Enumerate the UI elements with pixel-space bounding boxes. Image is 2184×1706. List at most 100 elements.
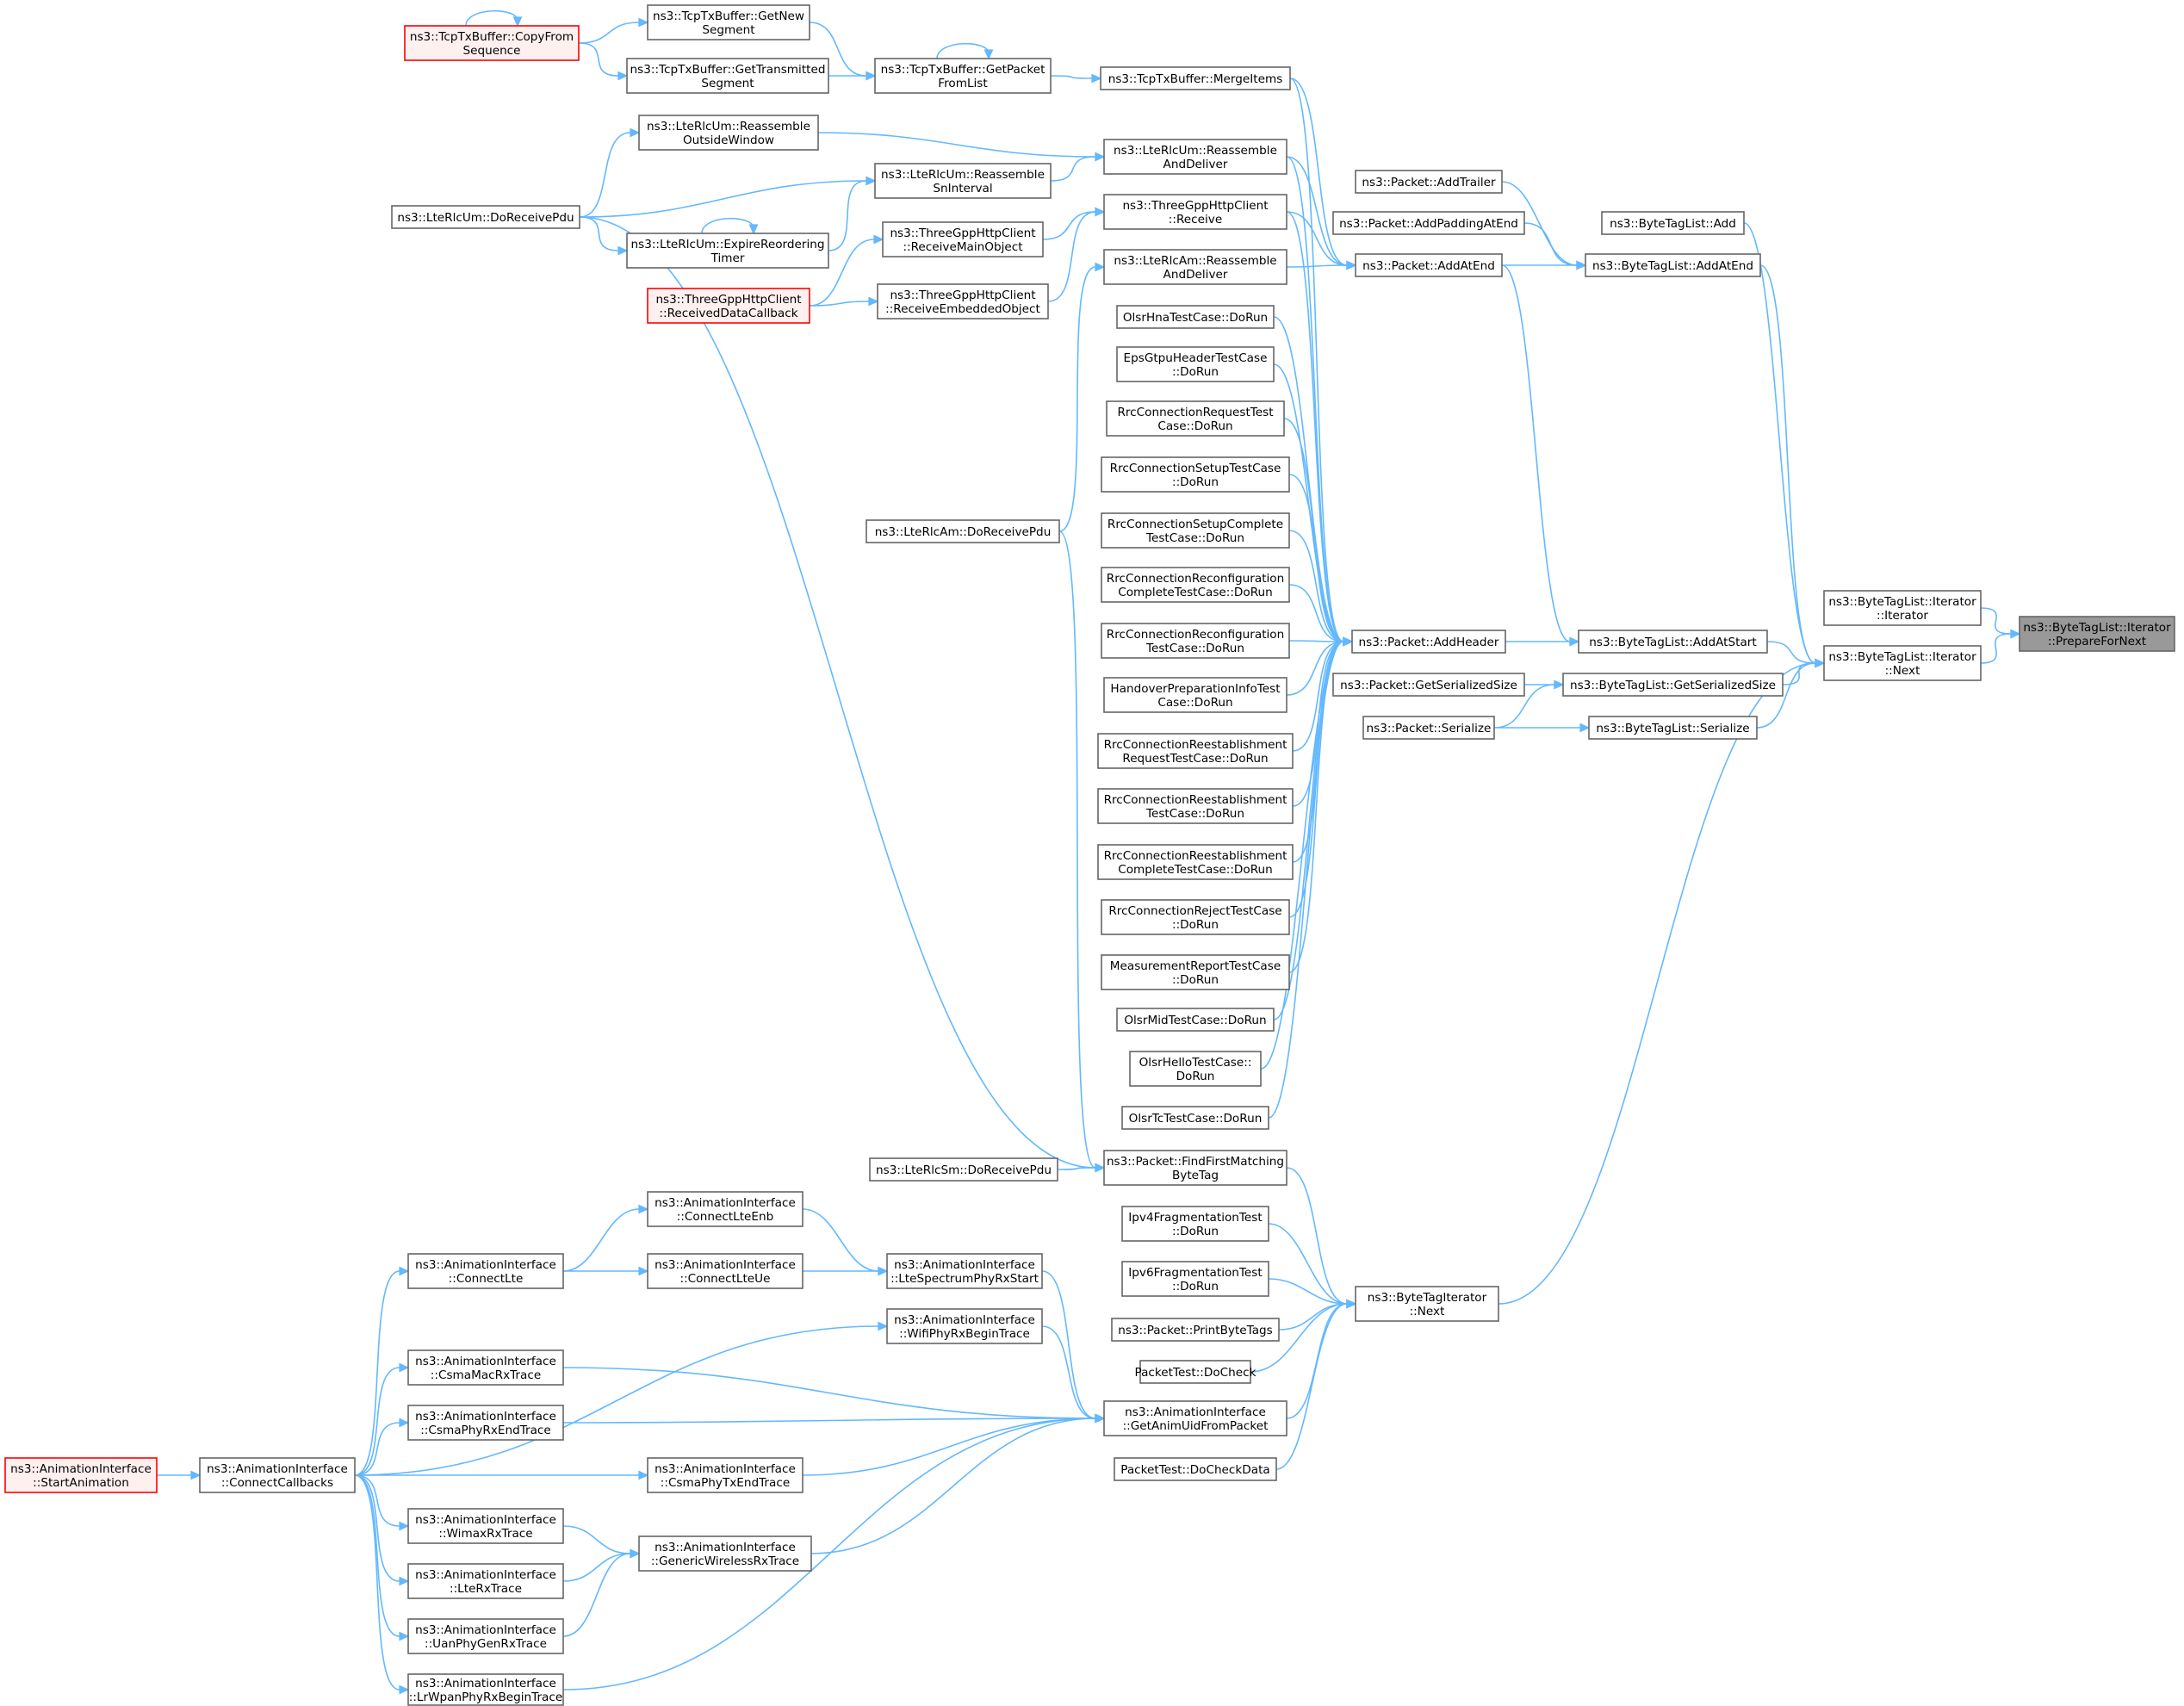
- function-node-t-rrcsetup[interactable]: RrcConnectionSetupTestCase::DoRun: [1101, 456, 1290, 493]
- node-label: ns3::Packet::AddAtEnd: [1362, 259, 1495, 273]
- function-node-bti-next[interactable]: ns3::ByteTagIterator::Next: [1355, 1286, 1499, 1322]
- function-node-t-epsgtpu[interactable]: EpsGtpuHeaderTestCase::DoRun: [1116, 346, 1275, 382]
- function-node-iter-next[interactable]: ns3::ByteTagList::Iterator::Next: [1823, 645, 1982, 681]
- node-box: [1111, 1318, 1280, 1342]
- function-node-t-olsrhello[interactable]: OlsrHelloTestCase::DoRun: [1129, 1051, 1262, 1087]
- function-node-ai-wimax[interactable]: ns3::AnimationInterface::WimaxRxTrace: [407, 1508, 564, 1544]
- function-node-pk-printbyte[interactable]: ns3::Packet::PrintByteTags: [1111, 1318, 1280, 1342]
- function-node-ai-getanimuid[interactable]: ns3::AnimationInterface::GetAnimUidFromP…: [1103, 1400, 1287, 1436]
- function-node-t-olsrhna[interactable]: OlsrHnaTestCase::DoRun: [1116, 305, 1275, 329]
- function-node-t-ipv6frag[interactable]: Ipv6FragmentationTest::DoRun: [1121, 1261, 1269, 1297]
- function-node-ai-connectlteue[interactable]: ns3::AnimationInterface::ConnectLteUe: [647, 1253, 803, 1289]
- function-node-ai-lrwpan[interactable]: ns3::AnimationInterface::LrWpanPhyRxBegi…: [407, 1673, 564, 1706]
- function-node-iter-ctor[interactable]: ns3::ByteTagList::Iterator::Iterator: [1823, 590, 1982, 626]
- function-node-um-doreceive[interactable]: ns3::LteRlcUm::DoReceivePdu: [391, 205, 580, 229]
- edge-arrowhead-icon: [630, 127, 641, 138]
- function-node-pk-ser[interactable]: ns3::Packet::Serialize: [1362, 716, 1495, 740]
- node-label: ::ConnectLteUe: [680, 1272, 771, 1286]
- edge-arrowhead-icon: [1346, 1299, 1357, 1309]
- node-box: [1601, 211, 1745, 235]
- function-node-t-rrcreestcomp[interactable]: RrcConnectionReestablishmentCompleteTest…: [1097, 844, 1294, 880]
- function-node-ai-connectlteenb[interactable]: ns3::AnimationInterface::ConnectLteEnb: [647, 1191, 803, 1227]
- function-node-sm-doreceive[interactable]: ns3::LteRlcSm::DoReceivePdu: [869, 1157, 1058, 1182]
- function-node-ai-csmaphytxend[interactable]: ns3::AnimationInterface::CsmaPhyTxEndTra…: [647, 1457, 803, 1493]
- function-node-t-rrcreestreq[interactable]: RrcConnectionReestablishmentRequestTestC…: [1097, 733, 1294, 769]
- node-box: [1121, 1206, 1269, 1242]
- function-node-t-rrcreconf[interactable]: RrcConnectionReconfigurationTestCase::Do…: [1101, 623, 1290, 659]
- function-node-ai-uanphy[interactable]: ns3::AnimationInterface::UanPhyGenRxTrac…: [407, 1618, 564, 1654]
- call-edge: [1493, 723, 1591, 733]
- call-edge: [562, 1204, 649, 1272]
- node-box: [199, 1457, 356, 1493]
- function-node-http-datacb[interactable]: ns3::ThreeGppHttpClient::ReceivedDataCal…: [647, 288, 810, 324]
- node-box: [1101, 567, 1290, 603]
- function-node-pk-addatend[interactable]: ns3::Packet::AddAtEnd: [1355, 253, 1503, 277]
- function-node-http-receive[interactable]: ns3::ThreeGppHttpClient::Receive: [1103, 194, 1287, 230]
- node-label: ::LteSpectrumPhyRxStart: [890, 1272, 1039, 1286]
- function-node-ai-connectlte[interactable]: ns3::AnimationInterface::ConnectLte: [407, 1253, 564, 1289]
- edge-arrowhead-icon: [1095, 152, 1106, 162]
- function-node-t-olsrmid[interactable]: OlsrMidTestCase::DoRun: [1116, 1008, 1275, 1032]
- function-node-ai-startanim[interactable]: ns3::AnimationInterface::StartAnimation: [4, 1457, 158, 1493]
- node-label: RrcConnectionReconfiguration: [1107, 628, 1285, 642]
- call-edge: [354, 1474, 410, 1695]
- function-node-pk-getser[interactable]: ns3::Packet::GetSerializedSize: [1332, 673, 1525, 697]
- function-node-t-rrcreconfcomp[interactable]: RrcConnectionReconfigurationCompleteTest…: [1101, 567, 1290, 603]
- node-box: [866, 519, 1060, 543]
- function-node-t-rrcsetupcomp[interactable]: RrcConnectionSetupCompleteTestCase::DoRu…: [1101, 512, 1290, 549]
- function-node-ai-ltespectrum[interactable]: ns3::AnimationInterface::LteSpectrumPhyR…: [886, 1253, 1043, 1289]
- function-node-t-pktdocheckdata[interactable]: PacketTest::DoCheckData: [1114, 1457, 1277, 1481]
- function-node-ai-csmamac[interactable]: ns3::AnimationInterface::CsmaMacRxTrace: [407, 1349, 564, 1386]
- call-edge: [809, 296, 879, 307]
- node-label: ns3::LteRlcAm::Reassemble: [1114, 254, 1276, 268]
- edge-line: [1268, 1223, 1348, 1305]
- edge-line: [1057, 1167, 1096, 1170]
- edge-line: [1042, 211, 1096, 240]
- function-node-btl-getser[interactable]: ns3::ByteTagList::GetSerializedSize: [1562, 673, 1784, 697]
- function-node-btl-addatend[interactable]: ns3::ByteTagList::AddAtEnd: [1585, 253, 1761, 277]
- node-box: [1103, 194, 1287, 230]
- function-node-http-embedded[interactable]: ns3::ThreeGppHttpClient::ReceiveEmbedded…: [877, 283, 1049, 319]
- function-node-t-measreport[interactable]: MeasurementReportTestCase::DoRun: [1101, 954, 1290, 990]
- function-node-t-rrcreest[interactable]: RrcConnectionReestablishmentTestCase::Do…: [1097, 788, 1294, 824]
- function-node-http-mainobj[interactable]: ns3::ThreeGppHttpClient::ReceiveMainObje…: [882, 221, 1044, 257]
- function-node-prepare[interactable]: ns3::ByteTagList::Iterator::PrepareForNe…: [2019, 616, 2175, 652]
- function-node-ai-generic[interactable]: ns3::AnimationInterface::GenericWireless…: [638, 1535, 812, 1572]
- function-node-am-doreceive[interactable]: ns3::LteRlcAm::DoReceivePdu: [866, 519, 1060, 543]
- function-node-t-ipv4frag[interactable]: Ipv4FragmentationTest::DoRun: [1121, 1206, 1269, 1242]
- function-node-btl-ser[interactable]: ns3::ByteTagList::Serialize: [1588, 716, 1758, 740]
- function-node-t-pktdocheck[interactable]: PacketTest::DoCheck: [1134, 1360, 1256, 1384]
- function-node-btl-add[interactable]: ns3::ByteTagList::Add: [1601, 211, 1745, 235]
- node-label: RrcConnectionRequestTest: [1117, 406, 1273, 419]
- function-node-pk-addpadding[interactable]: ns3::Packet::AddPaddingAtEnd: [1332, 211, 1525, 235]
- node-box: [1103, 1150, 1287, 1186]
- node-label: ::UanPhyGenRxTrace: [425, 1637, 547, 1651]
- function-node-ai-wifiphy[interactable]: ns3::AnimationInterface::WifiPhyRxBeginT…: [886, 1308, 1043, 1344]
- node-box: [1106, 400, 1285, 437]
- function-node-btl-addatstart[interactable]: ns3::ByteTagList::AddAtStart: [1578, 630, 1768, 654]
- function-node-pk-addheader[interactable]: ns3::Packet::AddHeader: [1351, 630, 1506, 654]
- function-node-pk-addtrailer[interactable]: ns3::Packet::AddTrailer: [1355, 170, 1503, 194]
- edge-line: [1273, 316, 1344, 642]
- function-node-tcp-merge[interactable]: ns3::TcpTxBuffer::MergeItems: [1100, 66, 1291, 90]
- function-node-t-rrcreject[interactable]: RrcConnectionRejectTestCase::DoRun: [1101, 899, 1290, 935]
- function-node-ai-lterx[interactable]: ns3::AnimationInterface::LteRxTrace: [407, 1563, 564, 1599]
- function-node-t-olsrtc[interactable]: OlsrTcTestCase::DoRun: [1121, 1106, 1269, 1130]
- node-label: ::DoRun: [1172, 1225, 1219, 1238]
- call-edge: [354, 1321, 889, 1476]
- function-node-ai-csmaphyrxend[interactable]: ns3::AnimationInterface::CsmaPhyRxEndTra…: [407, 1405, 564, 1441]
- node-box: [1101, 456, 1290, 493]
- function-node-ai-connectcb[interactable]: ns3::AnimationInterface::ConnectCallback…: [199, 1457, 356, 1493]
